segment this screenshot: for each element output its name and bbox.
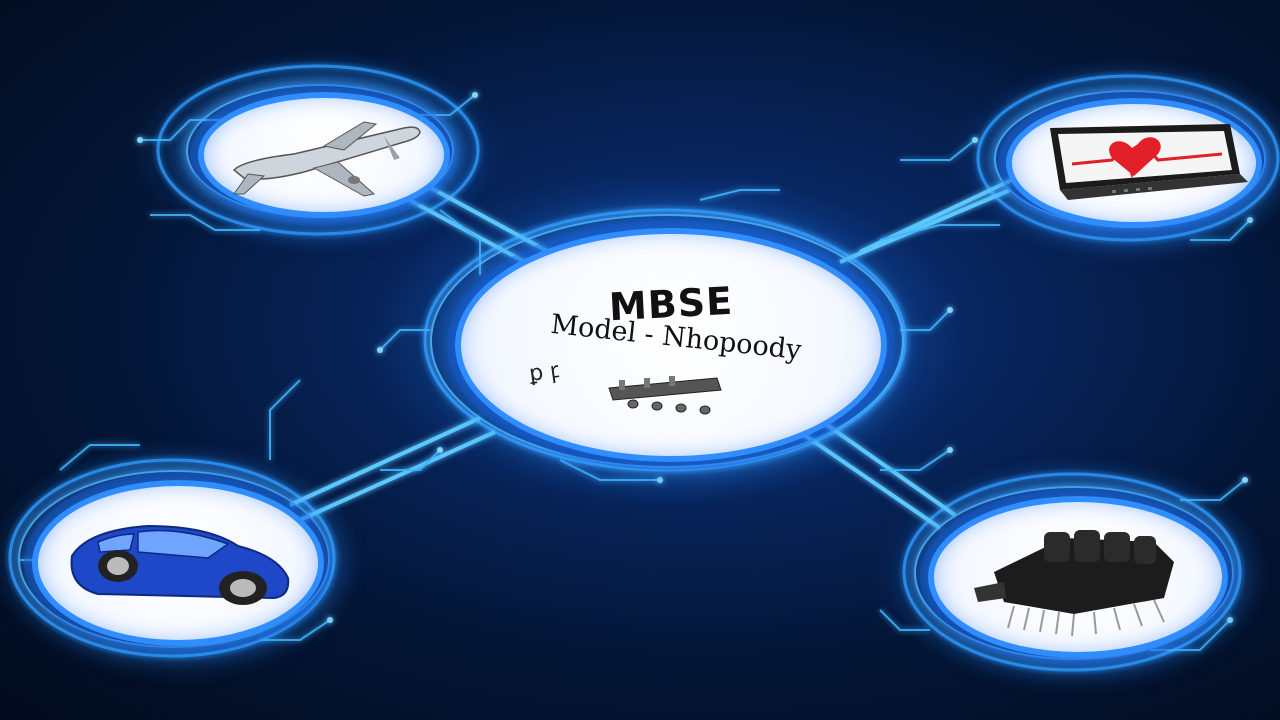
industrial-machine-icon (974, 530, 1174, 637)
airplane-node (198, 92, 450, 218)
car-icon (70, 524, 290, 605)
car-node (32, 480, 324, 646)
hub-ring (430, 214, 904, 468)
heart-monitor-icon (1050, 124, 1248, 200)
mbse-hub: MBSE Model - Nhopoody ꝑ ꝼ (455, 228, 887, 462)
machine-ring (914, 486, 1234, 660)
car-ring (18, 470, 330, 648)
hub-glyph: ꝑ ꝼ (527, 358, 561, 387)
heart-monitor-node (1006, 98, 1262, 228)
industrial-machine-node (928, 496, 1228, 658)
mechanical-part-icon (608, 376, 722, 415)
airplane-icon (232, 121, 421, 197)
